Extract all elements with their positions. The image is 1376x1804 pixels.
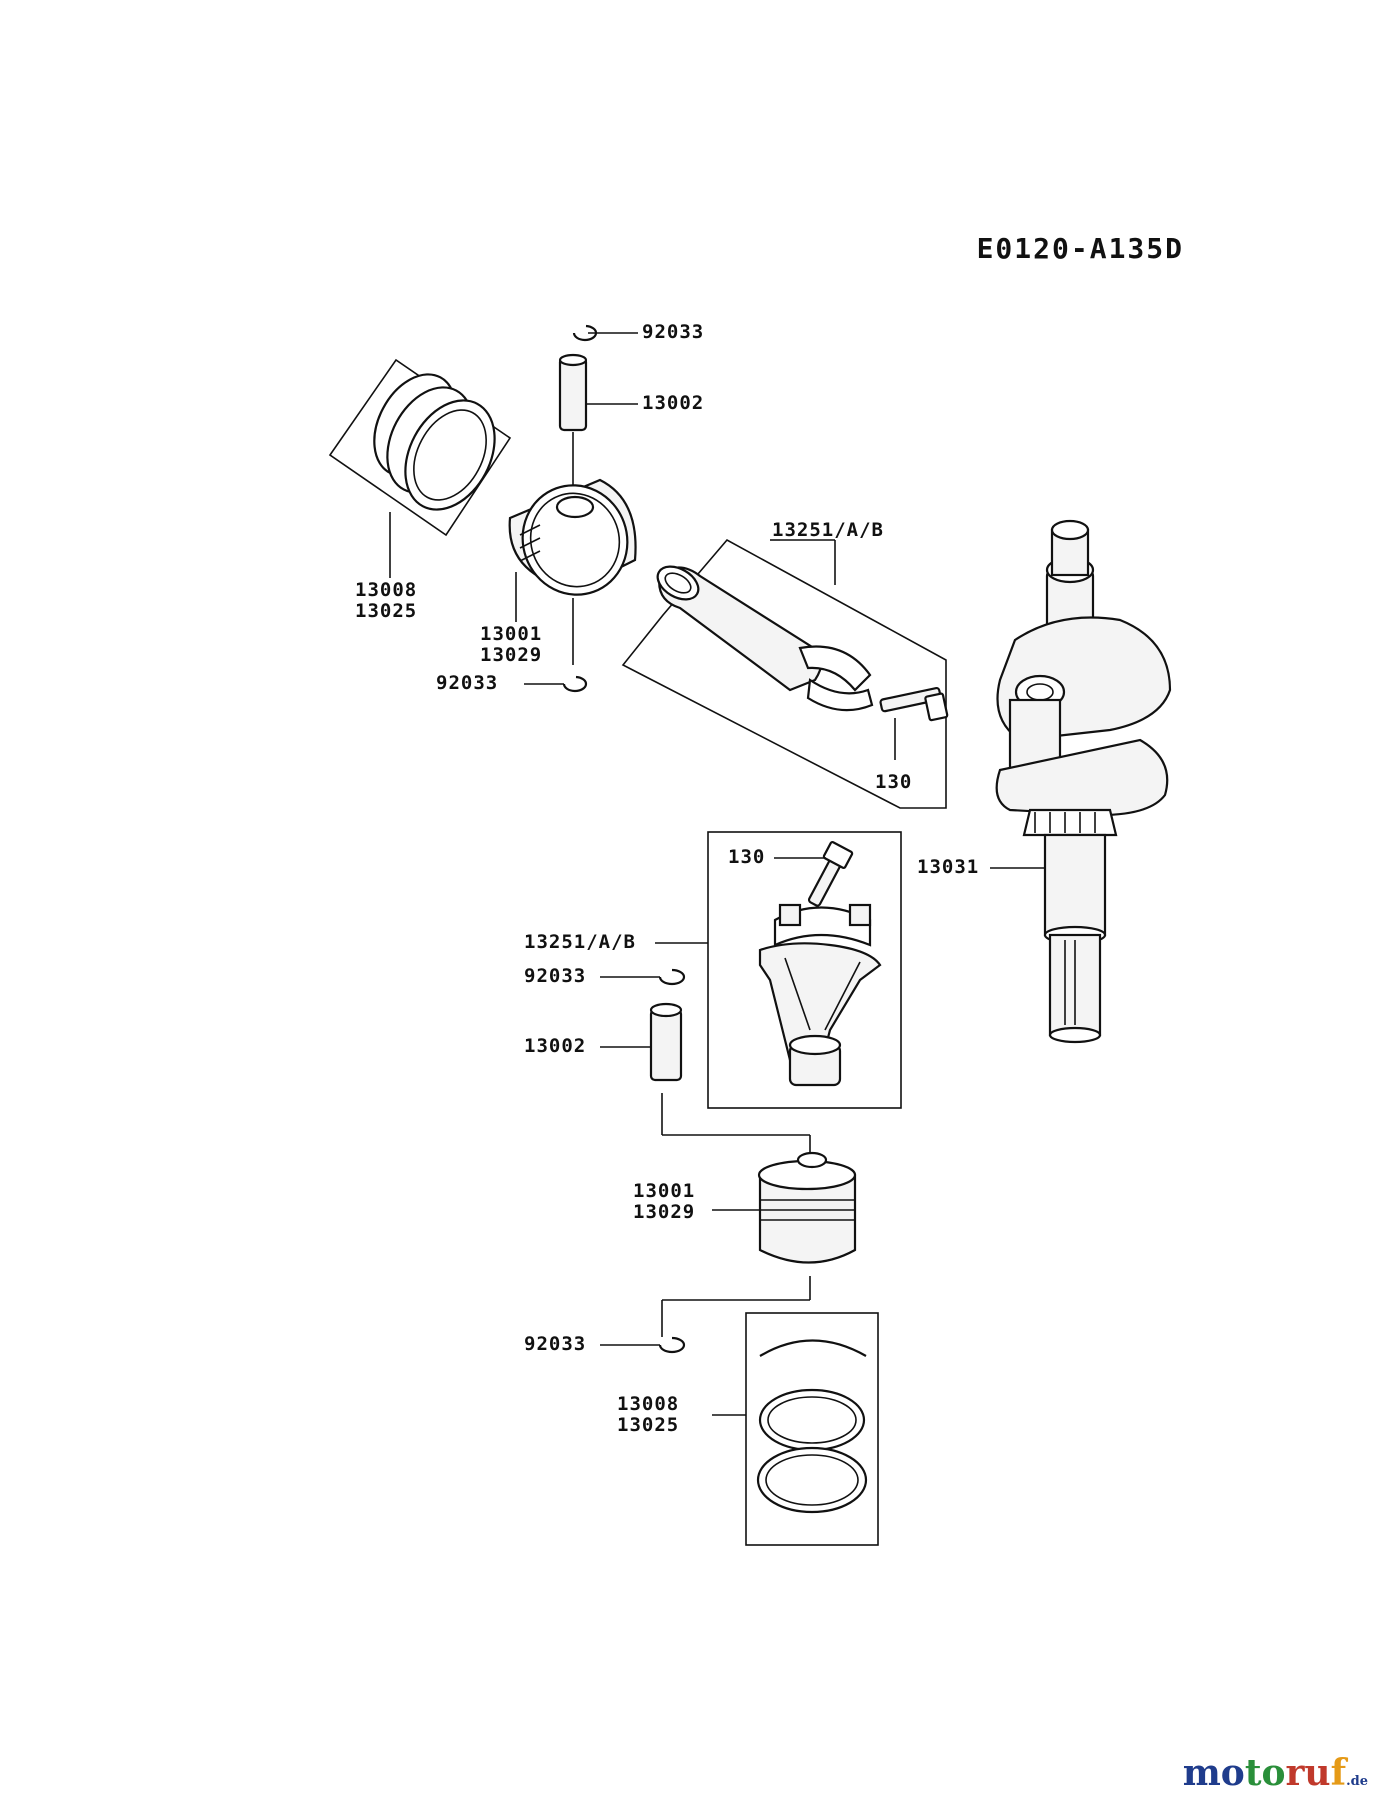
diagram-id: E0120-A135D	[976, 232, 1184, 265]
label-piston-top: 13001 13029	[480, 623, 543, 666]
ring-set-bottom-part	[712, 1312, 879, 1546]
label-piston-bottom: 13001 13029	[633, 1180, 696, 1223]
label-piston-pin-bottom: 13002	[524, 1035, 587, 1057]
piston-bottom-part	[661, 1151, 857, 1337]
watermark-part-1: mo	[1182, 1752, 1245, 1794]
label-ring-set-bottom: 13008 13025	[617, 1393, 680, 1436]
snap-ring-top-lower-part	[524, 675, 588, 693]
label-conrod-bottom: 13251/A/B	[524, 931, 636, 953]
label-bolt-top: 130	[875, 771, 913, 793]
label-snap-ring-bottom: 92033	[524, 965, 587, 987]
label-conrod-top: 13251/A/B	[772, 519, 884, 541]
piston-pin-bottom-part	[600, 1002, 811, 1158]
label-bolt-bottom: 130	[728, 846, 766, 868]
watermark-part-4: f	[1330, 1752, 1347, 1794]
label-snap-ring-top: 92033	[642, 321, 705, 343]
watermark-part-2: to	[1244, 1752, 1286, 1794]
bolt-bottom-part	[774, 841, 854, 907]
ring-set-top-part	[328, 358, 512, 578]
watermark-tld: .de	[1346, 1774, 1368, 1789]
label-snap-ring-bottom-lower: 92033	[524, 1333, 587, 1355]
snap-ring-bottom-lower-part	[600, 1336, 686, 1354]
conrod-bottom-part	[655, 831, 902, 1109]
watermark-part-3: ru	[1285, 1752, 1331, 1794]
label-crankshaft: 13031	[917, 856, 980, 878]
snap-ring-top-part	[572, 324, 638, 342]
snap-ring-bottom-part	[600, 968, 686, 986]
bolt-top-part	[879, 686, 949, 760]
watermark-logo: motoruf.de	[1183, 1752, 1368, 1794]
crankshaft-part	[990, 519, 1172, 1044]
piston-top-part	[508, 478, 637, 665]
label-snap-ring-top-lower: 92033	[436, 672, 499, 694]
conrod-top-part	[621, 538, 947, 809]
label-ring-set-top: 13008 13025	[355, 579, 418, 622]
label-piston-pin-top: 13002	[642, 392, 705, 414]
piston-pin-top-part	[558, 353, 638, 492]
